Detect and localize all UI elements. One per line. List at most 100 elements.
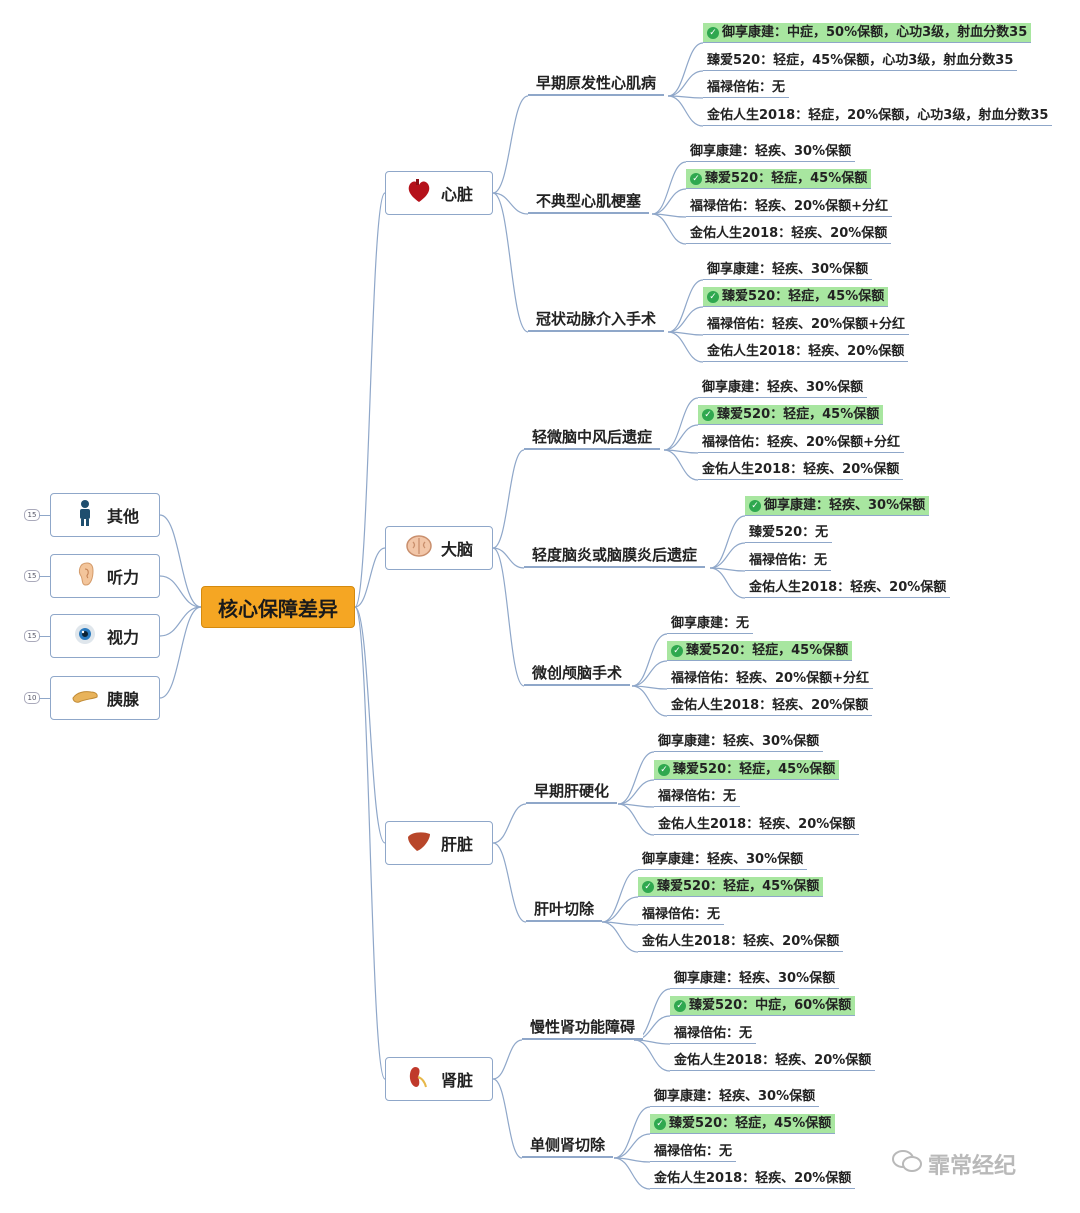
subtopic-1-1[interactable]: 轻度脑炎或脑膜炎后遗症	[524, 542, 706, 568]
leaf-item[interactable]: ✓臻爱520：中症，60%保额	[670, 996, 856, 1016]
leaf-item[interactable]: 金佑人生2018：轻疾、20%保额	[698, 460, 904, 480]
leaf-item[interactable]: 福禄倍佑：无	[654, 787, 741, 807]
connector-line	[613, 1157, 651, 1190]
check-icon: ✓	[671, 644, 683, 657]
leaf-item[interactable]: 御享康建：无	[667, 614, 754, 634]
collapsed-count-badge[interactable]: 15	[24, 630, 40, 642]
subtopic-0-0[interactable]: 早期原发性心肌病	[528, 70, 665, 96]
connector-line	[492, 192, 529, 333]
collapsed-count-badge[interactable]: 15	[24, 509, 40, 521]
leaf-item[interactable]: ✓臻爱520：轻症，45%保额	[703, 287, 889, 307]
leaf-item[interactable]: ✓臻爱520：轻症，45%保额	[638, 877, 824, 897]
check-icon: ✓	[690, 172, 702, 185]
leaf-item[interactable]: 金佑人生2018：轻疾、20%保额	[638, 932, 844, 952]
heart-icon	[405, 177, 433, 209]
leaf-item[interactable]: 御享康建：轻疾、30%保额	[650, 1087, 820, 1107]
leaf-item[interactable]: 福禄倍佑：轻疾、20%保额+分红	[667, 669, 874, 689]
connector-line	[663, 397, 699, 451]
check-icon: ✓	[749, 499, 761, 512]
connector-line	[651, 188, 687, 215]
leaf-item[interactable]: 金佑人生2018：轻疾、20%保额	[703, 342, 909, 362]
leaf-item[interactable]: ✓臻爱520：轻症，45%保额	[650, 1114, 836, 1134]
leaf-text: 臻爱520：轻症，45%保额	[657, 879, 820, 894]
leaf-item[interactable]: 金佑人生2018：轻症，20%保额，心功3级，射血分数35	[703, 106, 1053, 126]
left-branch-1[interactable]: 听力	[50, 554, 160, 598]
leaf-item[interactable]: 金佑人生2018：轻疾、20%保额	[670, 1051, 876, 1071]
left-branch-2[interactable]: 视力	[50, 614, 160, 658]
leaf-item[interactable]: 臻爱520：轻症，45%保额，心功3级，射血分数35	[703, 51, 1018, 71]
subtopic-0-1[interactable]: 不典型心肌梗塞	[528, 188, 650, 214]
leaf-item[interactable]: ✓臻爱520：轻症，45%保额	[686, 169, 872, 189]
connector-line	[617, 751, 655, 805]
leaf-text: 臻爱520：轻症，45%保额	[705, 171, 868, 186]
check-icon: ✓	[654, 1117, 666, 1130]
leaf-item[interactable]: 御享康建：轻疾、30%保额	[654, 732, 824, 752]
organ-3[interactable]: 肾脏	[385, 1057, 493, 1101]
leaf-item[interactable]: ✓臻爱520：轻症，45%保额	[667, 641, 853, 661]
leaf-item[interactable]: 福禄倍佑：轻疾、20%保额+分红	[686, 197, 893, 217]
leaf-item[interactable]: 福禄倍佑：无	[703, 78, 790, 98]
leaf-item[interactable]: 御享康建：轻疾、30%保额	[638, 850, 808, 870]
subtopic-1-0[interactable]: 轻微脑中风后遗症	[524, 424, 661, 450]
collapsed-count-badge[interactable]: 15	[24, 570, 40, 582]
leaf-text: 金佑人生2018：轻症，20%保额，心功3级，射血分数35	[707, 108, 1049, 123]
connector-line	[651, 161, 687, 215]
leaf-item[interactable]: 金佑人生2018：轻疾、20%保额	[686, 224, 892, 244]
leaf-item[interactable]: 金佑人生2018：轻疾、20%保额	[667, 696, 873, 716]
leaf-item[interactable]: 福禄倍佑：无	[745, 551, 832, 571]
leaf-text: 金佑人生2018：轻疾、20%保额	[690, 226, 888, 241]
connector-line	[354, 606, 386, 1080]
leaf-item[interactable]: 福禄倍佑：无	[670, 1024, 757, 1044]
leaf-item[interactable]: 御享康建：轻疾、30%保额	[670, 969, 840, 989]
subtopic-2-0[interactable]: 早期肝硬化	[526, 778, 618, 804]
leaf-item[interactable]: 福禄倍佑：无	[638, 905, 725, 925]
subtopic-3-1[interactable]: 单侧肾切除	[522, 1132, 614, 1158]
leaf-item[interactable]: 金佑人生2018：轻疾、20%保额	[745, 578, 951, 598]
leaf-item[interactable]: 御享康建：轻疾、30%保额	[703, 260, 873, 280]
collapsed-count-badge[interactable]: 10	[24, 692, 40, 704]
leaf-item[interactable]: 福禄倍佑：无	[650, 1142, 737, 1162]
leaf-text: 福禄倍佑：无	[654, 1144, 733, 1159]
leaf-item[interactable]: ✓臻爱520：轻症，45%保额	[654, 760, 840, 780]
watermark-text: 霏常经纪	[928, 1154, 1017, 1179]
leaf-item[interactable]: 福禄倍佑：轻疾、20%保额+分红	[698, 433, 905, 453]
connector-line	[492, 449, 525, 549]
connector-line	[631, 660, 668, 687]
check-icon: ✓	[707, 26, 719, 39]
left-branch-0[interactable]: 其他	[50, 493, 160, 537]
leaf-text: 福禄倍佑：无	[642, 907, 721, 922]
leaf-item[interactable]: 金佑人生2018：轻疾、20%保额	[650, 1169, 856, 1189]
left-branch-label: 胰腺	[106, 690, 139, 709]
leaf-item[interactable]: ✓御享康建：轻疾、30%保额	[745, 496, 930, 516]
subtopic-1-2[interactable]: 微创颅脑手术	[524, 660, 631, 686]
left-branch-label: 视力	[106, 628, 139, 647]
check-icon: ✓	[674, 999, 686, 1012]
connector-line	[667, 70, 704, 97]
connector-line	[492, 803, 527, 844]
left-branch-3[interactable]: 胰腺	[50, 676, 160, 720]
connector-line	[492, 1039, 523, 1080]
badge-connector	[39, 698, 50, 699]
leaf-item[interactable]: 金佑人生2018：轻疾、20%保额	[654, 815, 860, 835]
leaf-item[interactable]: ✓御享康建：中症，50%保额，心功3级，射血分数35	[703, 23, 1032, 43]
connector-line	[159, 575, 202, 608]
organ-0[interactable]: 心脏	[385, 171, 493, 215]
organ-2[interactable]: 肝脏	[385, 821, 493, 865]
leaf-text: 臻爱520：轻症，45%保额	[717, 407, 880, 422]
leaf-item[interactable]: 臻爱520：无	[745, 523, 833, 543]
subtopic-0-2[interactable]: 冠状动脉介入手术	[528, 306, 665, 332]
leaf-item[interactable]: 福禄倍佑：轻疾、20%保额+分红	[703, 315, 910, 335]
subtopic-3-0[interactable]: 慢性肾功能障碍	[522, 1014, 644, 1040]
leaf-item[interactable]: 御享康建：轻疾、30%保额	[698, 378, 868, 398]
root-node[interactable]: 核心保障差异	[201, 586, 355, 628]
leaf-text: 御享康建：轻疾、30%保额	[674, 971, 836, 986]
check-icon: ✓	[702, 408, 714, 421]
organ-1[interactable]: 大脑	[385, 526, 493, 570]
leaf-text: 福禄倍佑：无	[707, 80, 786, 95]
leaf-item[interactable]: 御享康建：轻疾、30%保额	[686, 142, 856, 162]
subtopic-2-1[interactable]: 肝叶切除	[526, 896, 603, 922]
leaf-item[interactable]: ✓臻爱520：轻症，45%保额	[698, 405, 884, 425]
connector-line	[601, 896, 639, 923]
connector-line	[709, 515, 746, 569]
connector-line	[613, 1133, 651, 1159]
